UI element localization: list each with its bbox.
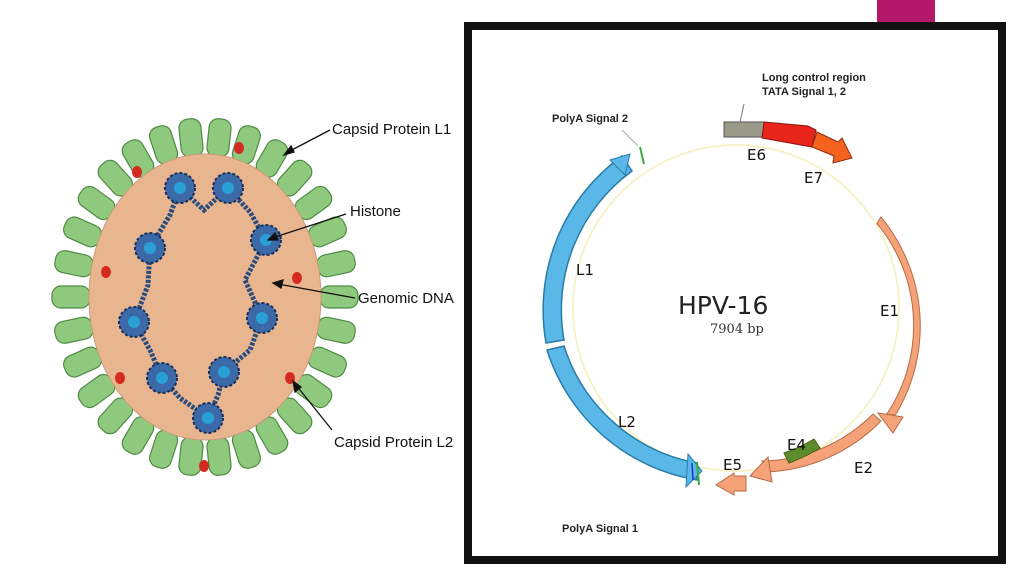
polya-signal-1-mark (696, 461, 700, 486)
genomic-dna (131, 183, 269, 422)
label-polya-signal-2: PolyA Signal 2 (552, 113, 628, 125)
gene-l1-arc (542, 154, 634, 344)
capsomer (206, 436, 232, 476)
label-e7: E7 (804, 169, 823, 187)
histone-core (218, 366, 230, 378)
lcr-pointer (739, 103, 745, 123)
label-genomic-dna: Genomic DNA (358, 290, 454, 307)
capsomer (178, 436, 204, 476)
label-e6: E6 (747, 146, 766, 164)
polya-signal-1-mark-blue (691, 462, 694, 481)
capsomer (206, 118, 232, 158)
l2-dot (292, 272, 302, 284)
pointer-lines (266, 129, 356, 431)
accent-tab (877, 0, 935, 22)
l2-dot (115, 372, 125, 384)
histone-core (174, 182, 186, 194)
label-polya-signal-1: PolyA Signal 1 (562, 523, 638, 535)
genome-backbone (572, 144, 900, 472)
l2-dot (199, 460, 209, 472)
genome-title: HPV-16 (678, 291, 768, 320)
histone-core (144, 242, 156, 254)
label-capsid-protein-l2: Capsid Protein L2 (334, 434, 453, 451)
histone-core (260, 234, 272, 246)
label-e4: E4 (787, 436, 806, 454)
label-e1: E1 (880, 302, 899, 320)
gene-e5-arrow (715, 472, 747, 496)
polya-signal-2-mark (639, 146, 645, 165)
gene-e6-arc (761, 121, 817, 148)
gene-e4-arc (783, 438, 821, 464)
label-l2: L2 (618, 413, 636, 431)
label-capsid-protein-l1: Capsid Protein L1 (332, 121, 451, 138)
gene-e2-arrowhead (749, 455, 773, 483)
capsomer (51, 285, 91, 309)
label-histone: Histone (350, 203, 401, 220)
polya-signal-2-pointer (621, 129, 639, 147)
gene-e1-arrowhead (876, 412, 904, 434)
l2-dot (101, 266, 111, 278)
genome-size: 7904 bp (710, 322, 764, 337)
gene-l1-arrowhead (609, 153, 631, 176)
histone-core (222, 182, 234, 194)
capsomer (178, 118, 204, 158)
histone-core (156, 372, 168, 384)
label-tata: TATA Signal 1, 2 (762, 86, 846, 98)
gene-e2-arc (761, 413, 882, 473)
label-e5: E5 (723, 456, 742, 474)
histone-core (202, 412, 214, 424)
lcr-box (723, 121, 765, 138)
genome-map: Long control region TATA Signal 1, 2 Pol… (542, 72, 921, 535)
histone-core (256, 312, 268, 324)
label-e2: E2 (854, 459, 873, 477)
capsomer (316, 250, 356, 278)
virion-diagram: Capsid Protein L1 Histone Genomic DNA Ca… (51, 118, 454, 476)
gene-l2-arrowhead (685, 452, 703, 489)
label-l1: L1 (576, 261, 594, 279)
capsomer (54, 316, 94, 344)
label-lcr: Long control region (762, 72, 866, 84)
histone-clusters (118, 172, 282, 434)
capsid-shell (51, 118, 359, 476)
l2-dot (234, 142, 244, 154)
capsomer (316, 316, 356, 344)
virion-core (88, 153, 322, 441)
capsomer (54, 250, 94, 278)
gene-e7-arc (811, 131, 853, 164)
genome-map-frame: Long control region TATA Signal 1, 2 Pol… (464, 22, 1006, 564)
histone-core (128, 316, 140, 328)
l2-dot (132, 166, 142, 178)
